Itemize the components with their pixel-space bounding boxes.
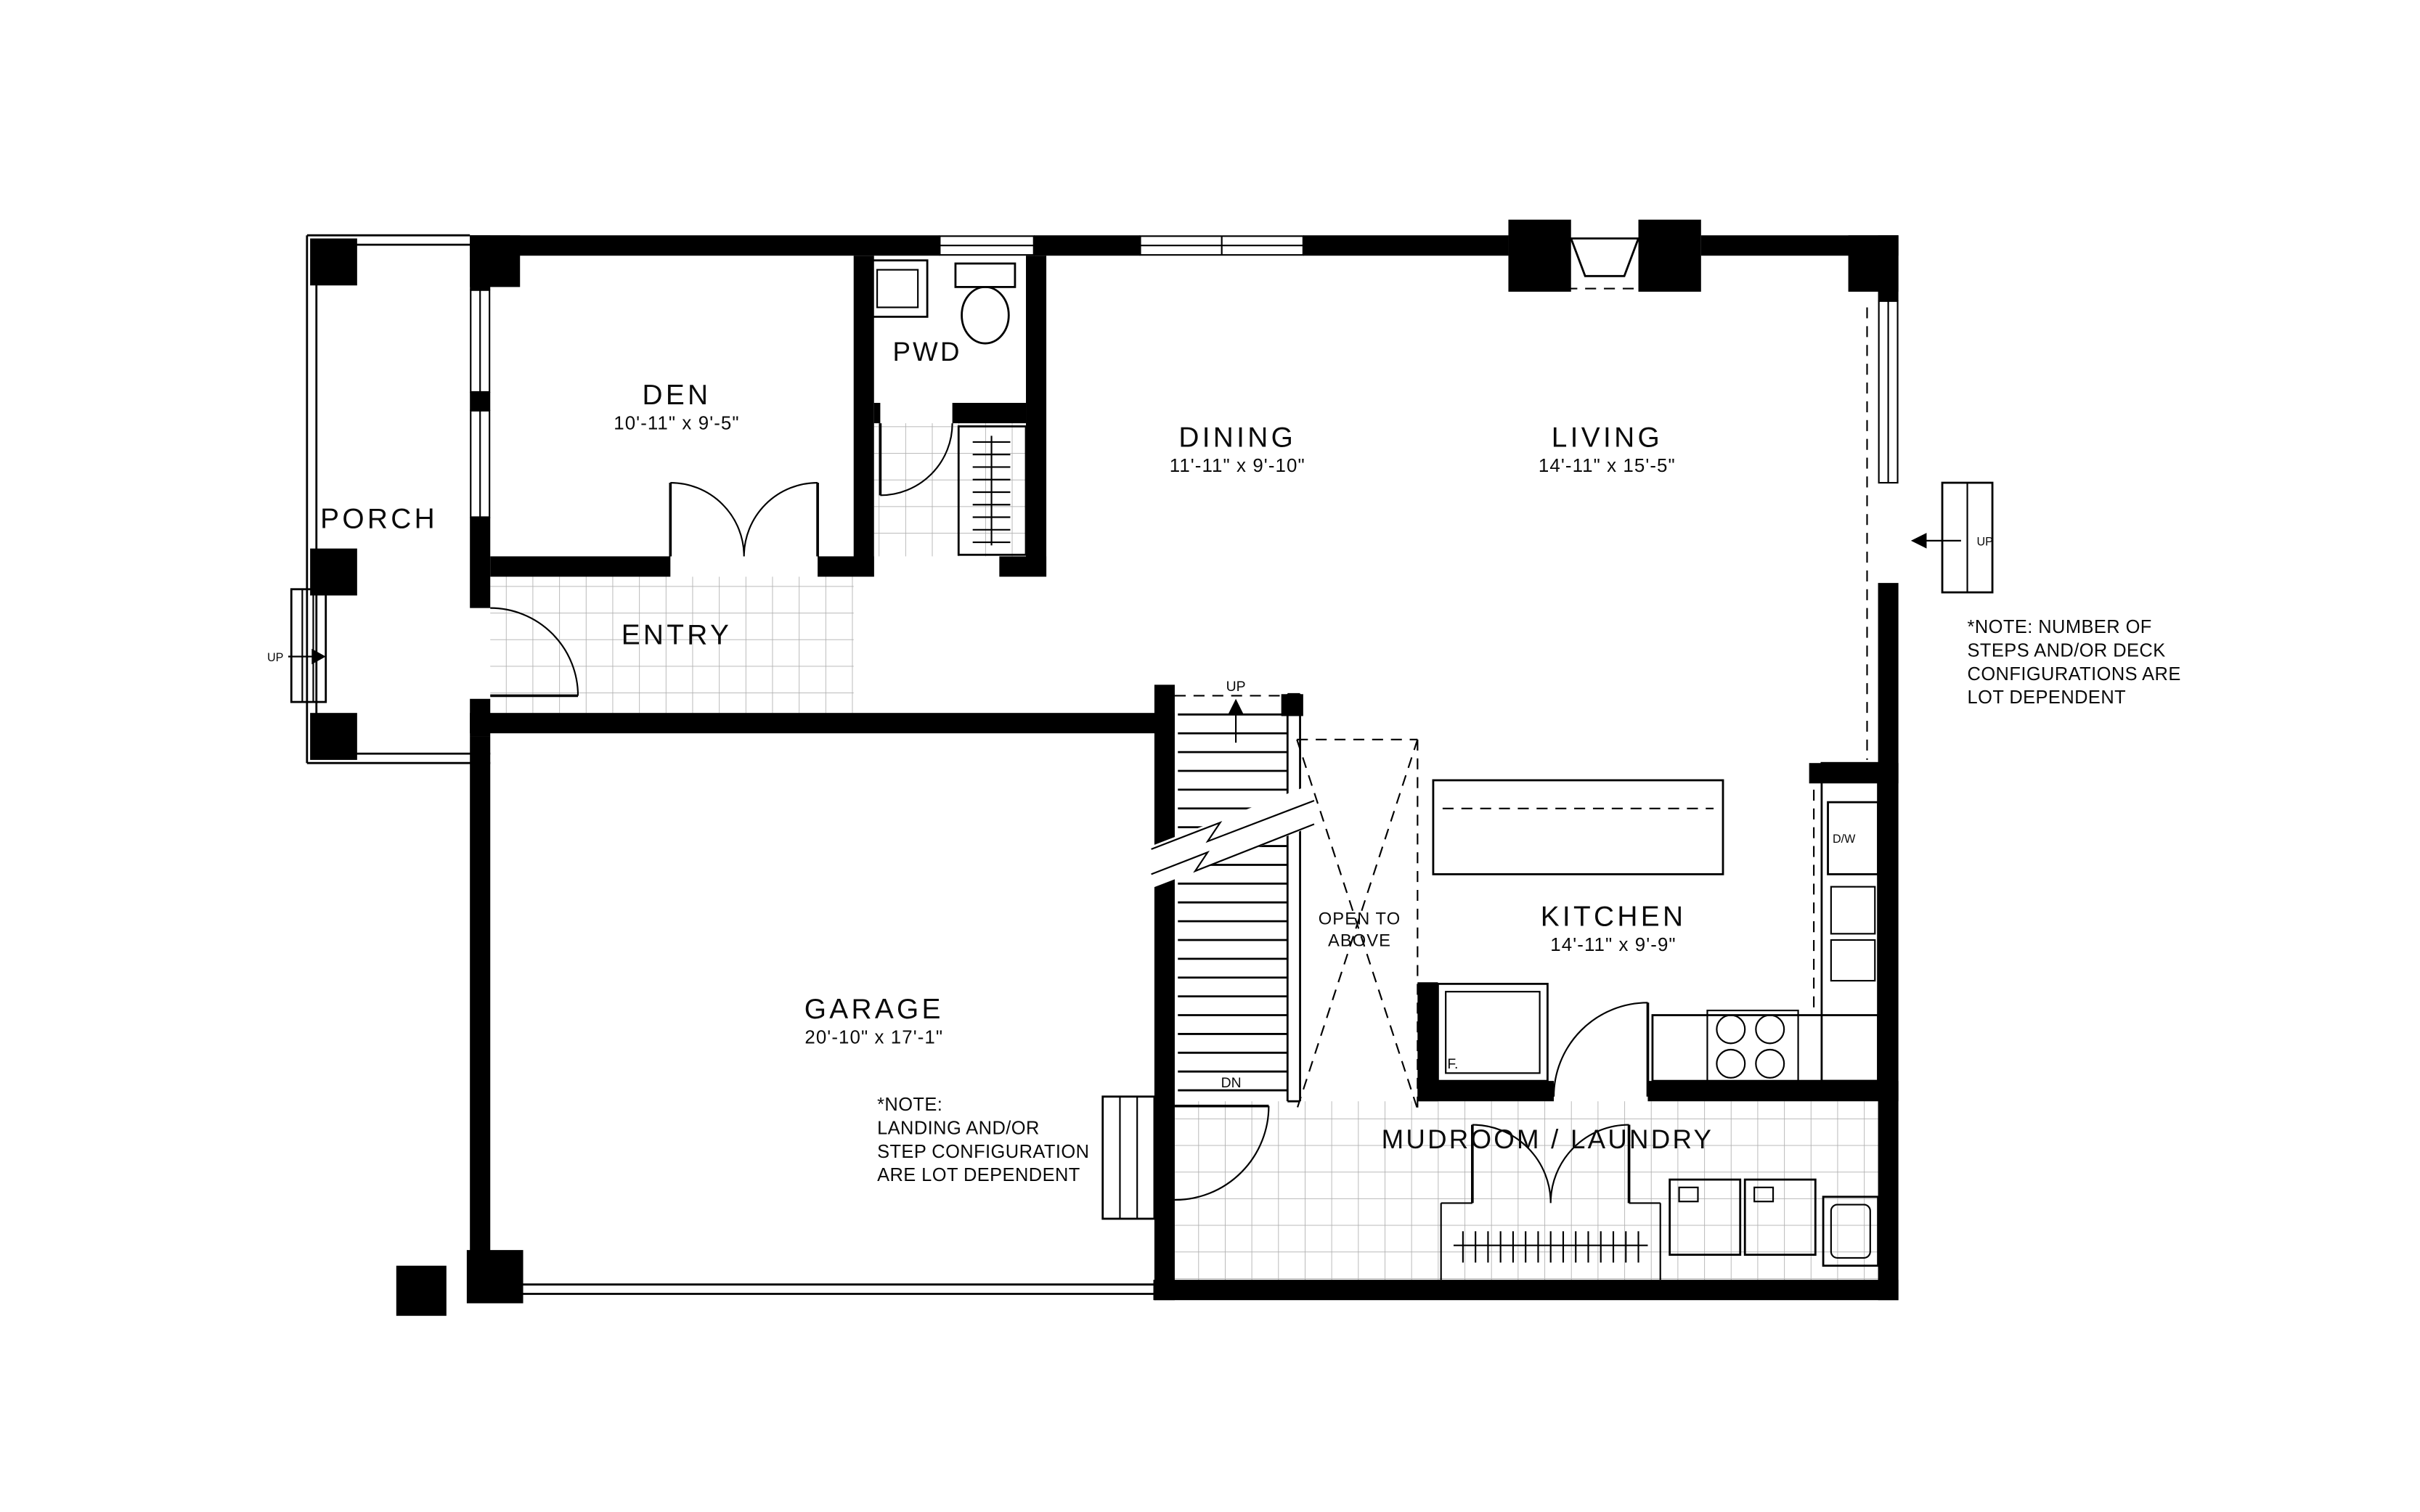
note-deck-line1: *NOTE: NUMBER OF (1968, 617, 2152, 637)
stairs-dn-label: DN (1221, 1075, 1242, 1091)
hall-tile-floor (873, 423, 1027, 557)
doors (490, 423, 1650, 1204)
mudroom-closet-walls (1440, 1202, 1661, 1280)
living-dims: 14'-11" x 15'-5" (1539, 456, 1676, 476)
porch-up-label: UP (267, 651, 283, 664)
fireplace (1508, 219, 1701, 292)
note-garage-line4: ARE LOT DEPENDENT (877, 1165, 1080, 1185)
pwd-fixtures (866, 259, 1017, 345)
note-deck-line3: CONFIGURATIONS ARE (1968, 664, 2181, 685)
mudroom-label: MUDROOM / LAUNDRY (1382, 1124, 1714, 1154)
deck-steps (1910, 481, 1994, 594)
small-annotations: UP DN UP UP D/W F. (267, 535, 1993, 1090)
deck-up-label: UP (1976, 535, 1992, 548)
fridge (1436, 982, 1549, 1082)
mudroom-tile-floor (1174, 1101, 1878, 1280)
garage-landing (1101, 1095, 1156, 1220)
dining-dims: 11'-11" x 9'-10" (1170, 456, 1305, 476)
porch-structure (288, 234, 491, 764)
kitchen-fixtures (1432, 307, 1879, 1084)
note-garage-line2: LANDING AND/OR (877, 1118, 1040, 1138)
stair-treads (1178, 713, 1288, 1092)
open-to-above-line2: ABOVE (1328, 932, 1391, 951)
open-to-above-void (1296, 738, 1419, 1110)
dishwasher-box (1827, 801, 1879, 875)
note-deck: *NOTE: NUMBER OF STEPS AND/OR DECK CONFI… (1968, 617, 2181, 708)
exterior-post (396, 1265, 447, 1316)
open-to-above-line1: OPEN TO (1319, 910, 1401, 928)
closet-hangers (972, 441, 1011, 544)
dishwasher-label: D/W (1833, 833, 1856, 846)
note-garage: *NOTE: LANDING AND/OR STEP CONFIGURATION… (877, 1095, 1089, 1185)
entry-label: ENTRY (622, 619, 732, 650)
fridge-label: F. (1447, 1056, 1458, 1072)
porch-post (310, 713, 357, 760)
porch-label: PORCH (320, 504, 438, 535)
kitchen-island (1432, 779, 1724, 875)
kitchen-counter-right (1820, 761, 1879, 1082)
mudroom-closet-doors (1471, 1124, 1631, 1204)
kitchen-dims: 14'-11" x 9'-9" (1550, 935, 1676, 955)
window-dining-top (1139, 235, 1304, 256)
den-label: DEN (642, 380, 711, 411)
stair-break (1151, 783, 1314, 888)
note-garage-line1: *NOTE: (877, 1095, 942, 1115)
exterior-walls (396, 219, 1899, 1316)
front-door (490, 607, 579, 698)
interior-walls (470, 256, 1899, 1301)
window-pwd-top (939, 235, 1035, 256)
note-deck-line4: LOT DEPENDENT (1968, 687, 2127, 708)
kitchen-counter-bottom (1651, 1014, 1879, 1082)
dining-label: DINING (1178, 422, 1296, 453)
window-living-right (1878, 300, 1899, 484)
windows (470, 235, 1899, 518)
tiled-floors (490, 423, 1878, 1280)
toilet-tank (954, 262, 1017, 288)
living-label: LIVING (1552, 422, 1663, 453)
stairs-up-label: UP (1226, 679, 1246, 695)
kitchen-door (1552, 1002, 1650, 1097)
note-garage-line3: STEP CONFIGURATION (877, 1142, 1089, 1162)
stair-rail (1286, 692, 1301, 1103)
porch-post (310, 548, 357, 596)
dryer (1743, 1178, 1817, 1256)
porch-up-arrowhead (311, 648, 326, 665)
pwd-door (879, 423, 953, 496)
stair-newel (1281, 694, 1303, 716)
kitchen-sink (1830, 886, 1876, 935)
pwd-label: PWD (892, 337, 961, 367)
entry-tile-floor (490, 576, 854, 714)
garage-mudroom-door (1174, 1104, 1270, 1201)
window-den-left (470, 289, 491, 518)
garage-label: GARAGE (804, 994, 944, 1025)
washer (1669, 1178, 1742, 1256)
porch-steps (290, 588, 327, 703)
deck-up-arrowhead (1910, 533, 1927, 549)
den-double-doors (669, 481, 819, 557)
mudroom-closet-hangers (1462, 1231, 1639, 1263)
kitchen-label: KITCHEN (1541, 902, 1687, 933)
den-dims: 10'-11" x 9'-5" (614, 414, 739, 434)
note-deck-line2: STEPS AND/OR DECK (1968, 641, 2166, 661)
pwd-sink (866, 259, 929, 318)
mudroom-fixtures (1440, 1178, 1879, 1280)
toilet-bowl (961, 285, 1010, 345)
room-labels: PORCH DEN 10'-11" x 9'-5" PWD DINING 11'… (320, 337, 1714, 1154)
stairs (1151, 692, 1315, 1103)
laundry-tub (1822, 1196, 1879, 1267)
cooktop (1706, 1009, 1799, 1084)
hall-closet (957, 425, 1027, 556)
garage-dims: 20'-10" x 17'-1" (804, 1027, 943, 1047)
porch-post (310, 238, 357, 286)
garage-door (518, 1095, 1156, 1301)
stair-up-arrowhead (1228, 698, 1244, 715)
